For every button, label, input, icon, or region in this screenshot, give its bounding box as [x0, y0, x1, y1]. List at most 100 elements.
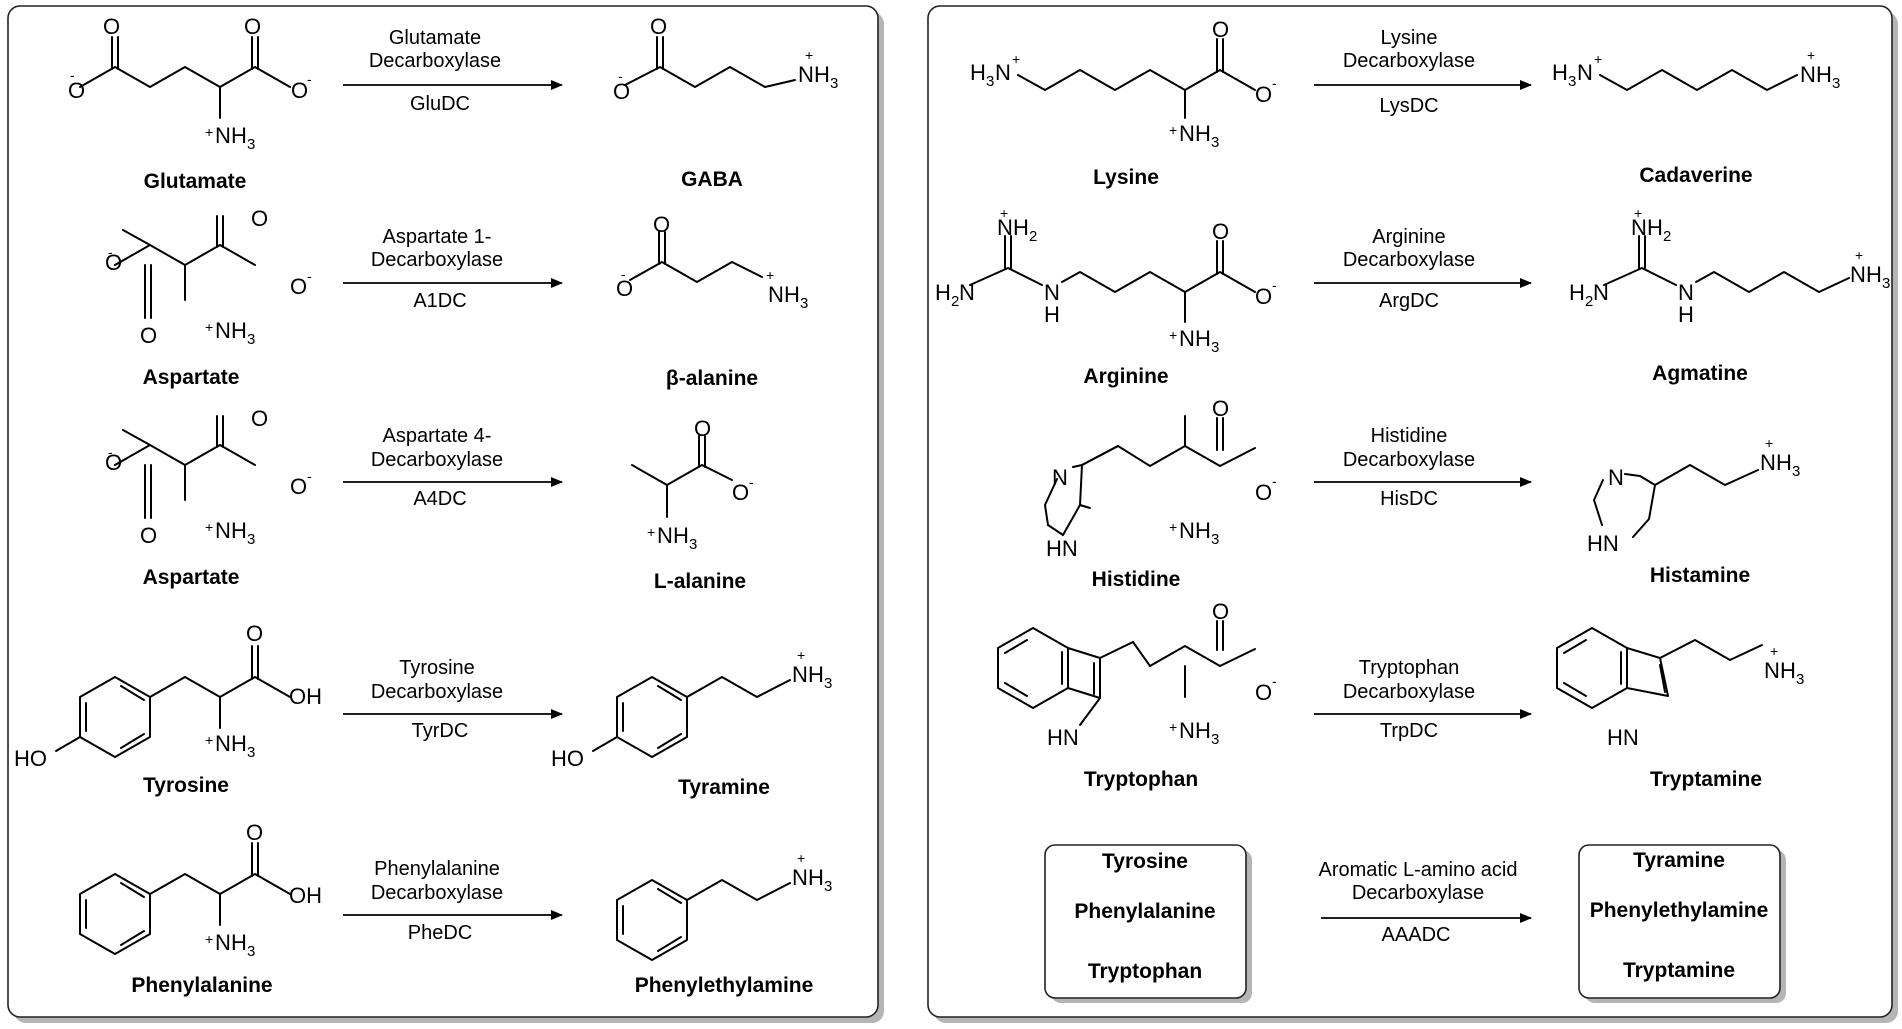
atom-n: N	[1044, 280, 1060, 305]
atom-h: H	[970, 60, 986, 85]
atom-hn: HN	[1587, 531, 1619, 556]
atom-o: O	[251, 406, 268, 431]
atom-n: N	[215, 123, 231, 148]
charge-plus: +	[1594, 51, 1602, 67]
atom-o: O	[140, 323, 157, 348]
atom-h: H	[1569, 280, 1585, 305]
atom-h: H	[1195, 121, 1211, 146]
substrate-name: Tyrosine	[143, 774, 229, 797]
reaction-tryptophan-tryptamine: HN O O - + N H 3 Tryptophan Tryptophan D…	[997, 599, 1804, 791]
charge-plus: +	[205, 931, 213, 947]
atom-n: N	[768, 282, 784, 307]
subscript-3: 3	[247, 943, 255, 960]
atom-n: N	[959, 280, 975, 305]
atom-o: O	[616, 276, 633, 301]
subscript-2: 2	[1029, 228, 1037, 245]
atom-n: N	[1764, 658, 1780, 683]
tyrosine-structure: HO O OH + N H 3	[14, 621, 322, 771]
tryptophan-structure: HN O O - + N H 3	[997, 599, 1277, 750]
atom-n: N	[1052, 465, 1068, 490]
right-panel: H 3 N + O O - + N H 3 Lysine Lysine Deca…	[927, 5, 1898, 1023]
product-name: Phenylethylamine	[635, 974, 814, 997]
charge-plus: +	[1169, 327, 1177, 343]
atom-hn: HN	[1607, 725, 1639, 750]
atom-h: H	[1195, 718, 1211, 743]
subscript-3: 3	[1882, 275, 1890, 292]
atom-h: H	[231, 123, 247, 148]
enzyme-name-line1: Glutamate	[389, 27, 481, 49]
enzyme-name-line1: Phenylalanine	[374, 858, 500, 880]
atom-o: O	[1212, 219, 1229, 244]
atom-o: O	[105, 450, 122, 475]
reaction-lysine-cadaverine: H 3 N + O O - + N H 3 Lysine Lysine Deca…	[970, 17, 1840, 189]
subscript-3: 3	[1796, 671, 1804, 688]
atom-o: O	[140, 523, 157, 548]
atom-o: O	[290, 274, 307, 299]
tyramine-structure: HO + N H 3	[551, 647, 832, 771]
subscript-3: 3	[247, 331, 255, 348]
enzyme-abbrev: PheDC	[408, 922, 472, 944]
charge-plus: +	[797, 647, 805, 663]
atom-h: H	[231, 518, 247, 543]
atom-h: H	[814, 62, 830, 87]
atom-h: H	[808, 865, 824, 890]
product-name: Tyramine	[1633, 849, 1725, 872]
charge-minus: -	[108, 244, 113, 260]
atom-h: H	[1195, 326, 1211, 351]
reaction-aromatic-aaadc: Tyrosine Phenylalanine Tryptophan Aromat…	[1044, 844, 1786, 1003]
charge-minus: -	[108, 444, 113, 460]
atom-h: H	[1678, 302, 1694, 327]
charge-plus: +	[797, 850, 805, 866]
charge-plus: +	[1770, 643, 1778, 659]
histamine-structure: N HN + N H 3	[1587, 435, 1800, 556]
enzyme-name-line1: Tyrosine	[399, 657, 475, 679]
phenylethylamine-structure: + N H 3	[616, 850, 832, 961]
enzyme-abbrev: A1DC	[413, 290, 466, 312]
left-panel: O O O - O - + N H 3 Glutamate Glutamate …	[7, 5, 884, 1023]
charge-plus: +	[1169, 519, 1177, 535]
atom-h: H	[1776, 450, 1792, 475]
atom-h: H	[935, 280, 951, 305]
atom-h: H	[231, 731, 247, 756]
charge-minus: -	[1272, 75, 1277, 91]
subscript-3: 3	[689, 536, 697, 553]
subscript-3: 3	[1211, 134, 1219, 151]
atom-h: H	[1780, 658, 1796, 683]
atom-n: N	[215, 731, 231, 756]
product-name: Phenylethylamine	[1590, 899, 1769, 922]
atom-h: H	[231, 318, 247, 343]
atom-h: H	[1552, 60, 1568, 85]
atom-o: O	[1255, 82, 1272, 107]
aspartate-structure-2: O - O O O - + N H 3	[105, 406, 312, 548]
phenylalanine-structure: O OH + N H 3	[79, 820, 322, 960]
product-name: β-alanine	[666, 367, 758, 390]
substrate-name: Glutamate	[144, 170, 247, 193]
atom-n: N	[1678, 280, 1694, 305]
enzyme-abbrev: TyrDC	[412, 720, 469, 742]
atom-ho: HO	[551, 746, 584, 771]
agmatine-structure: + N H 2 H 2 N N H + N H 3	[1569, 205, 1890, 327]
enzyme-name-line1: Aspartate 1-	[383, 226, 492, 248]
enzyme-abbrev: LysDC	[1379, 95, 1438, 117]
atom-n: N	[1577, 60, 1593, 85]
charge-minus: -	[749, 474, 754, 490]
atom-ho: HO	[14, 746, 47, 771]
substrate-box	[1044, 844, 1247, 999]
product-name: Agmatine	[1652, 362, 1748, 385]
enzyme-name-line2: Decarboxylase	[1343, 681, 1475, 703]
enzyme-name-line2: Decarboxylase	[371, 449, 503, 471]
atom-n: N	[1179, 718, 1195, 743]
reaction-aspartate-l-alanine: O - O O O - + N H 3 Aspartate Aspartate …	[105, 406, 754, 593]
aspartate-structure-1: O - O O O - + N H 3	[105, 206, 312, 348]
charge-minus: -	[307, 468, 312, 484]
atom-o: O	[290, 474, 307, 499]
subscript-3: 3	[1211, 531, 1219, 548]
enzyme-name-line1: Arginine	[1372, 226, 1445, 248]
product-name: Tryptamine	[1623, 959, 1735, 982]
enzyme-name-line2: Decarboxylase	[1343, 50, 1475, 72]
atom-o: O	[732, 480, 749, 505]
charge-plus: +	[205, 732, 213, 748]
atom-n: N	[215, 930, 231, 955]
charge-minus: -	[1272, 473, 1277, 489]
atom-n: N	[1179, 121, 1195, 146]
